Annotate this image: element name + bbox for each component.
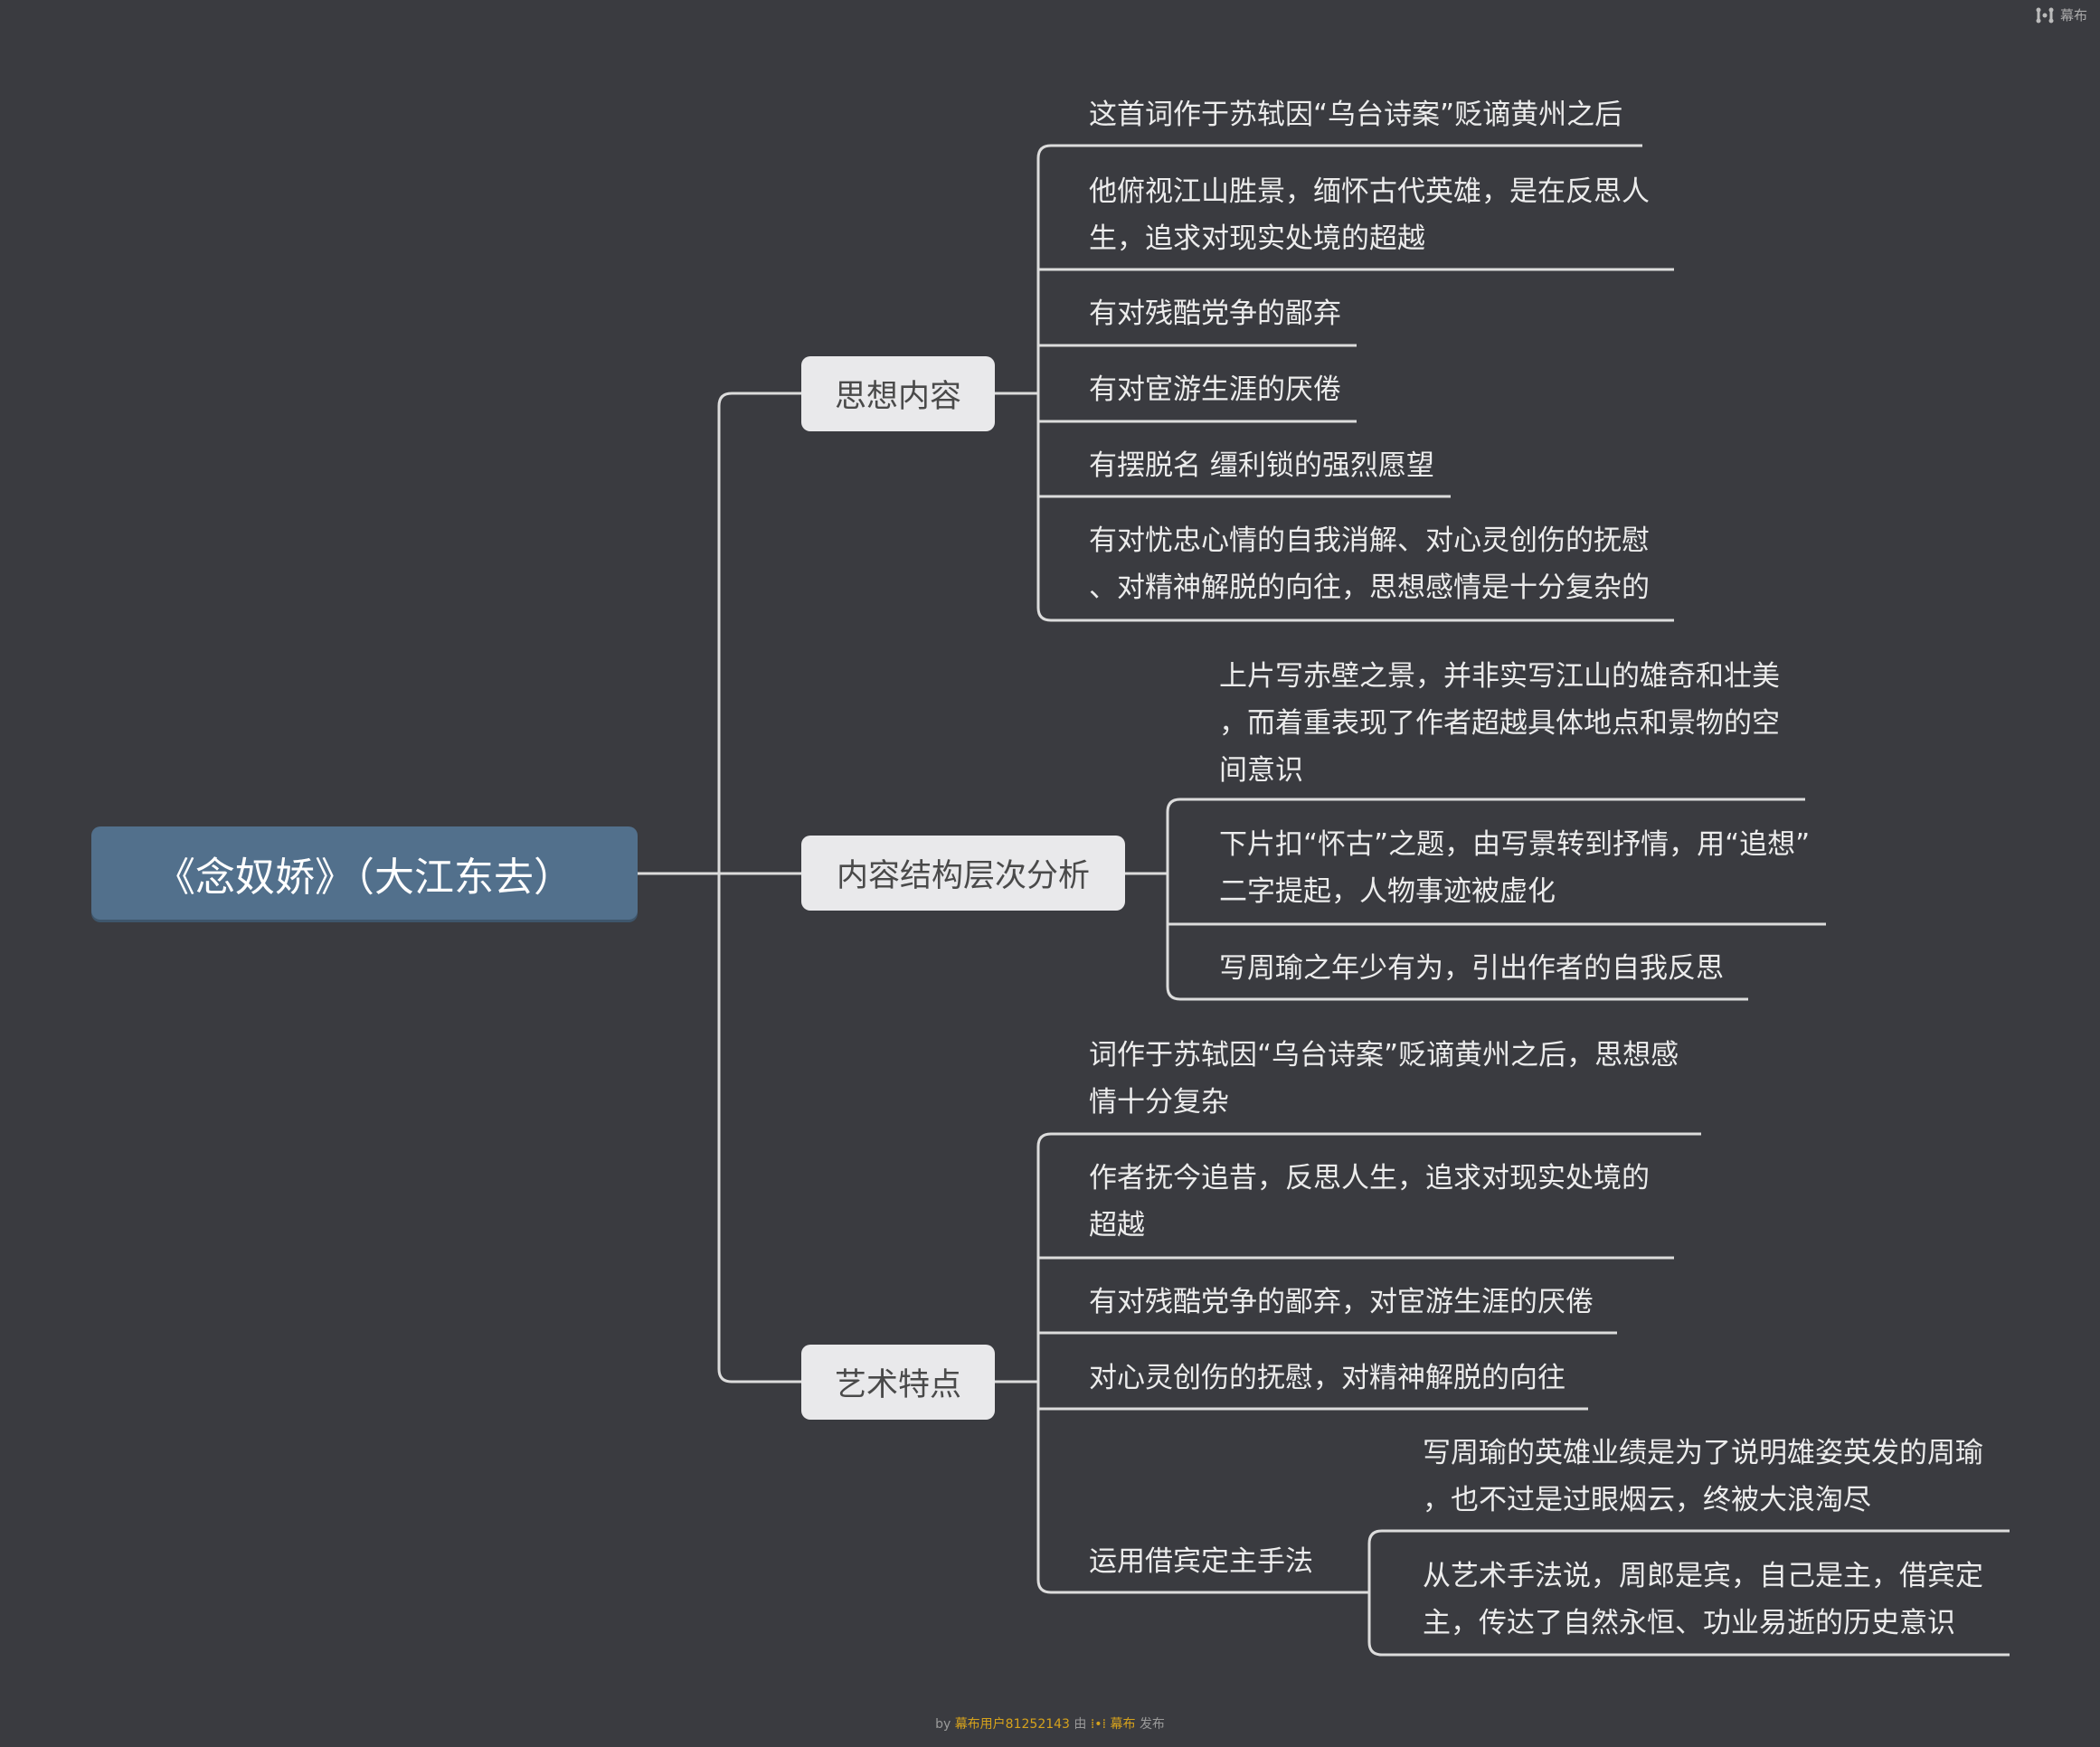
- leaf-text-line: 有对残酷党争的鄙弃，对宦游生涯的厌倦: [1089, 1286, 1594, 1318]
- leaf-node[interactable]: 有对宦游生涯的厌倦: [1089, 366, 1341, 413]
- footer-via: 由: [1074, 1717, 1087, 1732]
- leaf-text-line: 有对宦游生涯的厌倦: [1089, 373, 1341, 406]
- leaf-node[interactable]: 下片扣“怀古”之题，由写景转到抒情，用“追想” 二字提起，人物事迹被虚化: [1219, 821, 1810, 915]
- footer-by: by: [935, 1717, 951, 1732]
- branch-node-art[interactable]: 艺术特点: [801, 1345, 995, 1420]
- connector: [1036, 144, 1674, 622]
- leaf-node[interactable]: 上片写赤壁之景，并非实写江山的雄奇和壮美 ，而着重表现了作者超越具体地点和景物的空…: [1219, 653, 1780, 794]
- leaf-node[interactable]: 有对忧忠心情的自我消解、对心灵创伤的抚慰、对精神解脱的向往，思想感情是十分复杂的: [1089, 517, 1650, 611]
- leaf-text-line: 超越: [1089, 1209, 1145, 1242]
- leaf-node[interactable]: 这首词作于苏轼因“乌台诗案”贬谪黄州之后: [1089, 91, 1622, 138]
- mubu-logo-icon: ⁞•⁞: [1090, 1717, 1107, 1732]
- leaf-text-line: 他俯视江山胜景，缅怀古代英雄，是在反思人: [1089, 175, 1650, 208]
- connector: [1166, 798, 1805, 1001]
- footer-action: 发布: [1139, 1717, 1165, 1732]
- leaf-text-line: 情十分复杂: [1089, 1086, 1229, 1119]
- leaf-text-line: ，也不过是过眼烟云，终被大浪淘尽: [1423, 1484, 1871, 1516]
- root-node[interactable]: 《念奴娇》（大江东去）: [91, 826, 638, 920]
- leaf-node[interactable]: 作者抚今追昔，反思人生，追求对现实处境的超越: [1089, 1155, 1650, 1249]
- leaf-text-line: 下片扣“怀古”之题，由写景转到抒情，用“追想”: [1219, 828, 1811, 861]
- leaf-text-line: 从艺术手法说，周郎是宾，自己是主，借宾定: [1423, 1560, 1983, 1592]
- branch-label: 艺术特点: [834, 1367, 961, 1403]
- sub-leaf-node[interactable]: 从艺术手法说，周郎是宾，自己是主，借宾定主，传达了自然永恒、功业易逝的历史意识: [1423, 1553, 1983, 1647]
- footer-brand-link[interactable]: 幕布: [1110, 1717, 1136, 1732]
- leaf-text-line: 写周瑜的英雄业绩是为了说明雄姿英发的周瑜: [1423, 1437, 1983, 1469]
- leaf-text-line: 有对忧忠心情的自我消解、对心灵创伤的抚慰: [1089, 524, 1650, 557]
- leaf-text-line: 作者抚今追昔，反思人生，追求对现实处境的: [1089, 1162, 1650, 1195]
- footer: by 幕布用户81252143 由 ⁞•⁞ 幕布 发布: [0, 1714, 2100, 1733]
- connector: [1367, 1529, 2010, 1657]
- sub-leaf-node[interactable]: 写周瑜的英雄业绩是为了说明雄姿英发的周瑜 ，也不过是过眼烟云，终被大浪淘尽: [1423, 1430, 1983, 1524]
- leaf-text-line: 对心灵创伤的抚慰，对精神解脱的向往: [1089, 1362, 1566, 1394]
- leaf-node[interactable]: 词作于苏轼因“乌台诗案”贬谪黄州之后，思想感情十分复杂: [1089, 1032, 1679, 1126]
- leaf-text-line: 二字提起，人物事迹被虚化: [1219, 875, 1556, 908]
- leaf-node[interactable]: 运用借宾定主手法: [1089, 1538, 1313, 1585]
- leaf-node[interactable]: 有对残酷党争的鄙弃: [1089, 290, 1341, 337]
- leaf-text-line: 、对精神解脱的向往，思想感情是十分复杂的: [1089, 571, 1650, 604]
- brand-logo[interactable]: 幕布: [2035, 5, 2087, 24]
- branch-label: 思想内容: [834, 379, 961, 415]
- root-label: 《念奴娇》（大江东去）: [156, 854, 573, 901]
- leaf-text-line: 上片写赤壁之景，并非实写江山的雄奇和壮美: [1219, 660, 1780, 693]
- leaf-text-line: 有摆脱名 缰利锁的强烈愿望: [1089, 449, 1434, 482]
- leaf-node[interactable]: 写周瑜之年少有为，引出作者的自我反思: [1219, 945, 1724, 992]
- leaf-text-line: 生，追求对现实处境的超越: [1089, 222, 1425, 255]
- brand-name: 幕布: [2059, 7, 2087, 24]
- leaf-text-line: 这首词作于苏轼因“乌台诗案”贬谪黄州之后: [1089, 99, 1623, 131]
- mubu-logo-icon: [2036, 7, 2054, 23]
- leaf-text-line: 主，传达了自然永恒、功业易逝的历史意识: [1423, 1607, 1955, 1639]
- leaf-node[interactable]: 他俯视江山胜景，缅怀古代英雄，是在反思人生，追求对现实处境的超越: [1089, 168, 1650, 262]
- leaf-node[interactable]: 有对残酷党争的鄙弃，对宦游生涯的厌倦: [1089, 1279, 1594, 1326]
- connector: [717, 392, 801, 1383]
- leaf-node[interactable]: 对心灵创伤的抚慰，对精神解脱的向往: [1089, 1355, 1566, 1402]
- footer-user-link[interactable]: 幕布用户81252143: [954, 1717, 1070, 1732]
- leaf-text-line: 运用借宾定主手法: [1089, 1545, 1313, 1578]
- leaf-text-line: 写周瑜之年少有为，引出作者的自我反思: [1219, 952, 1724, 985]
- leaf-node[interactable]: 有摆脱名 缰利锁的强烈愿望: [1089, 442, 1434, 489]
- branch-label: 内容结构层次分析: [836, 858, 1090, 894]
- leaf-text-line: 词作于苏轼因“乌台诗案”贬谪黄州之后，思想感: [1089, 1039, 1679, 1072]
- leaf-text-line: ，而着重表现了作者超越具体地点和景物的空: [1219, 707, 1780, 740]
- connector: [1036, 1132, 1701, 1594]
- branch-node-thought[interactable]: 思想内容: [801, 356, 995, 431]
- leaf-text-line: 有对残酷党争的鄙弃: [1089, 297, 1341, 330]
- branch-node-structure[interactable]: 内容结构层次分析: [801, 836, 1125, 911]
- leaf-text-line: 间意识: [1219, 754, 1303, 787]
